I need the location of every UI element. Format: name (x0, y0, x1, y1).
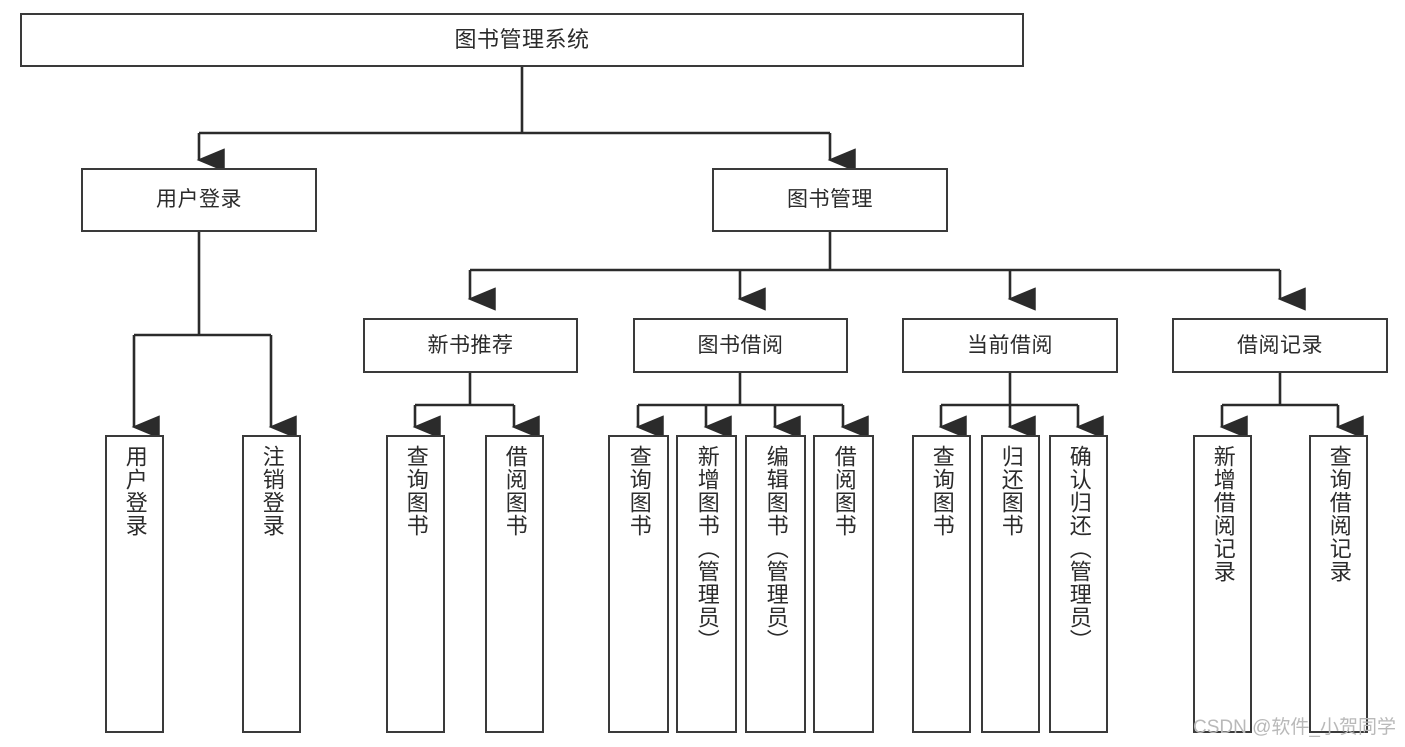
node-book-management[interactable]: 图书管理 (712, 168, 948, 232)
node-label: 借阅图书 (502, 445, 528, 537)
node-label: 查询图书 (929, 445, 955, 537)
node-book-borrowing[interactable]: 图书借阅 (633, 318, 848, 373)
node-label: 当前借阅 (967, 333, 1053, 357)
csdn-watermark: CSDN @软件_小贺同学 (1193, 717, 1396, 738)
node-label: 查询借阅记录 (1326, 445, 1352, 583)
leaf-borrow-record-add-record[interactable]: 新增借阅记录 (1193, 435, 1252, 733)
leaf-book-borrow-borrow-book[interactable]: 借阅图书 (813, 435, 874, 733)
node-new-book-recommendation[interactable]: 新书推荐 (363, 318, 578, 373)
node-label: 新增图书（管理员） (694, 445, 720, 652)
leaf-user-login-login[interactable]: 用户登录 (105, 435, 164, 733)
leaf-current-borrow-query-book[interactable]: 查询图书 (912, 435, 971, 733)
leaf-new-book-query-book[interactable]: 查询图书 (386, 435, 445, 733)
node-label: 图书借阅 (697, 333, 784, 357)
node-label: 确认归还（管理员） (1066, 445, 1092, 652)
node-user-login[interactable]: 用户登录 (81, 168, 317, 232)
node-label: 借阅图书 (831, 445, 857, 537)
node-label: 归还图书 (998, 445, 1024, 537)
node-label: 用户登录 (156, 188, 242, 212)
node-current-borrowing[interactable]: 当前借阅 (902, 318, 1118, 373)
node-label: 查询图书 (403, 445, 429, 537)
leaf-book-borrow-query-book[interactable]: 查询图书 (608, 435, 669, 733)
leaf-book-borrow-edit-book-admin[interactable]: 编辑图书（管理员） (745, 435, 806, 733)
node-label: 新书推荐 (427, 333, 514, 357)
node-root-book-management-system[interactable]: 图书管理系统 (20, 13, 1024, 67)
node-label: 编辑图书（管理员） (763, 445, 789, 652)
leaf-borrow-record-query-record[interactable]: 查询借阅记录 (1309, 435, 1368, 733)
node-label: 图书管理 (787, 188, 873, 212)
leaf-new-book-borrow-book[interactable]: 借阅图书 (485, 435, 544, 733)
node-label: 借阅记录 (1237, 333, 1323, 357)
node-label: 图书管理系统 (454, 26, 590, 52)
node-label: 查询图书 (626, 445, 652, 537)
node-label: 注销登录 (259, 445, 285, 537)
node-label: 新增借阅记录 (1210, 445, 1236, 583)
leaf-book-borrow-add-book-admin[interactable]: 新增图书（管理员） (676, 435, 737, 733)
node-label: 用户登录 (122, 445, 148, 537)
leaf-user-login-logout[interactable]: 注销登录 (242, 435, 301, 733)
leaf-current-borrow-return-book[interactable]: 归还图书 (981, 435, 1040, 733)
node-borrowing-record[interactable]: 借阅记录 (1172, 318, 1388, 373)
leaf-current-borrow-confirm-return-admin[interactable]: 确认归还（管理员） (1049, 435, 1108, 733)
